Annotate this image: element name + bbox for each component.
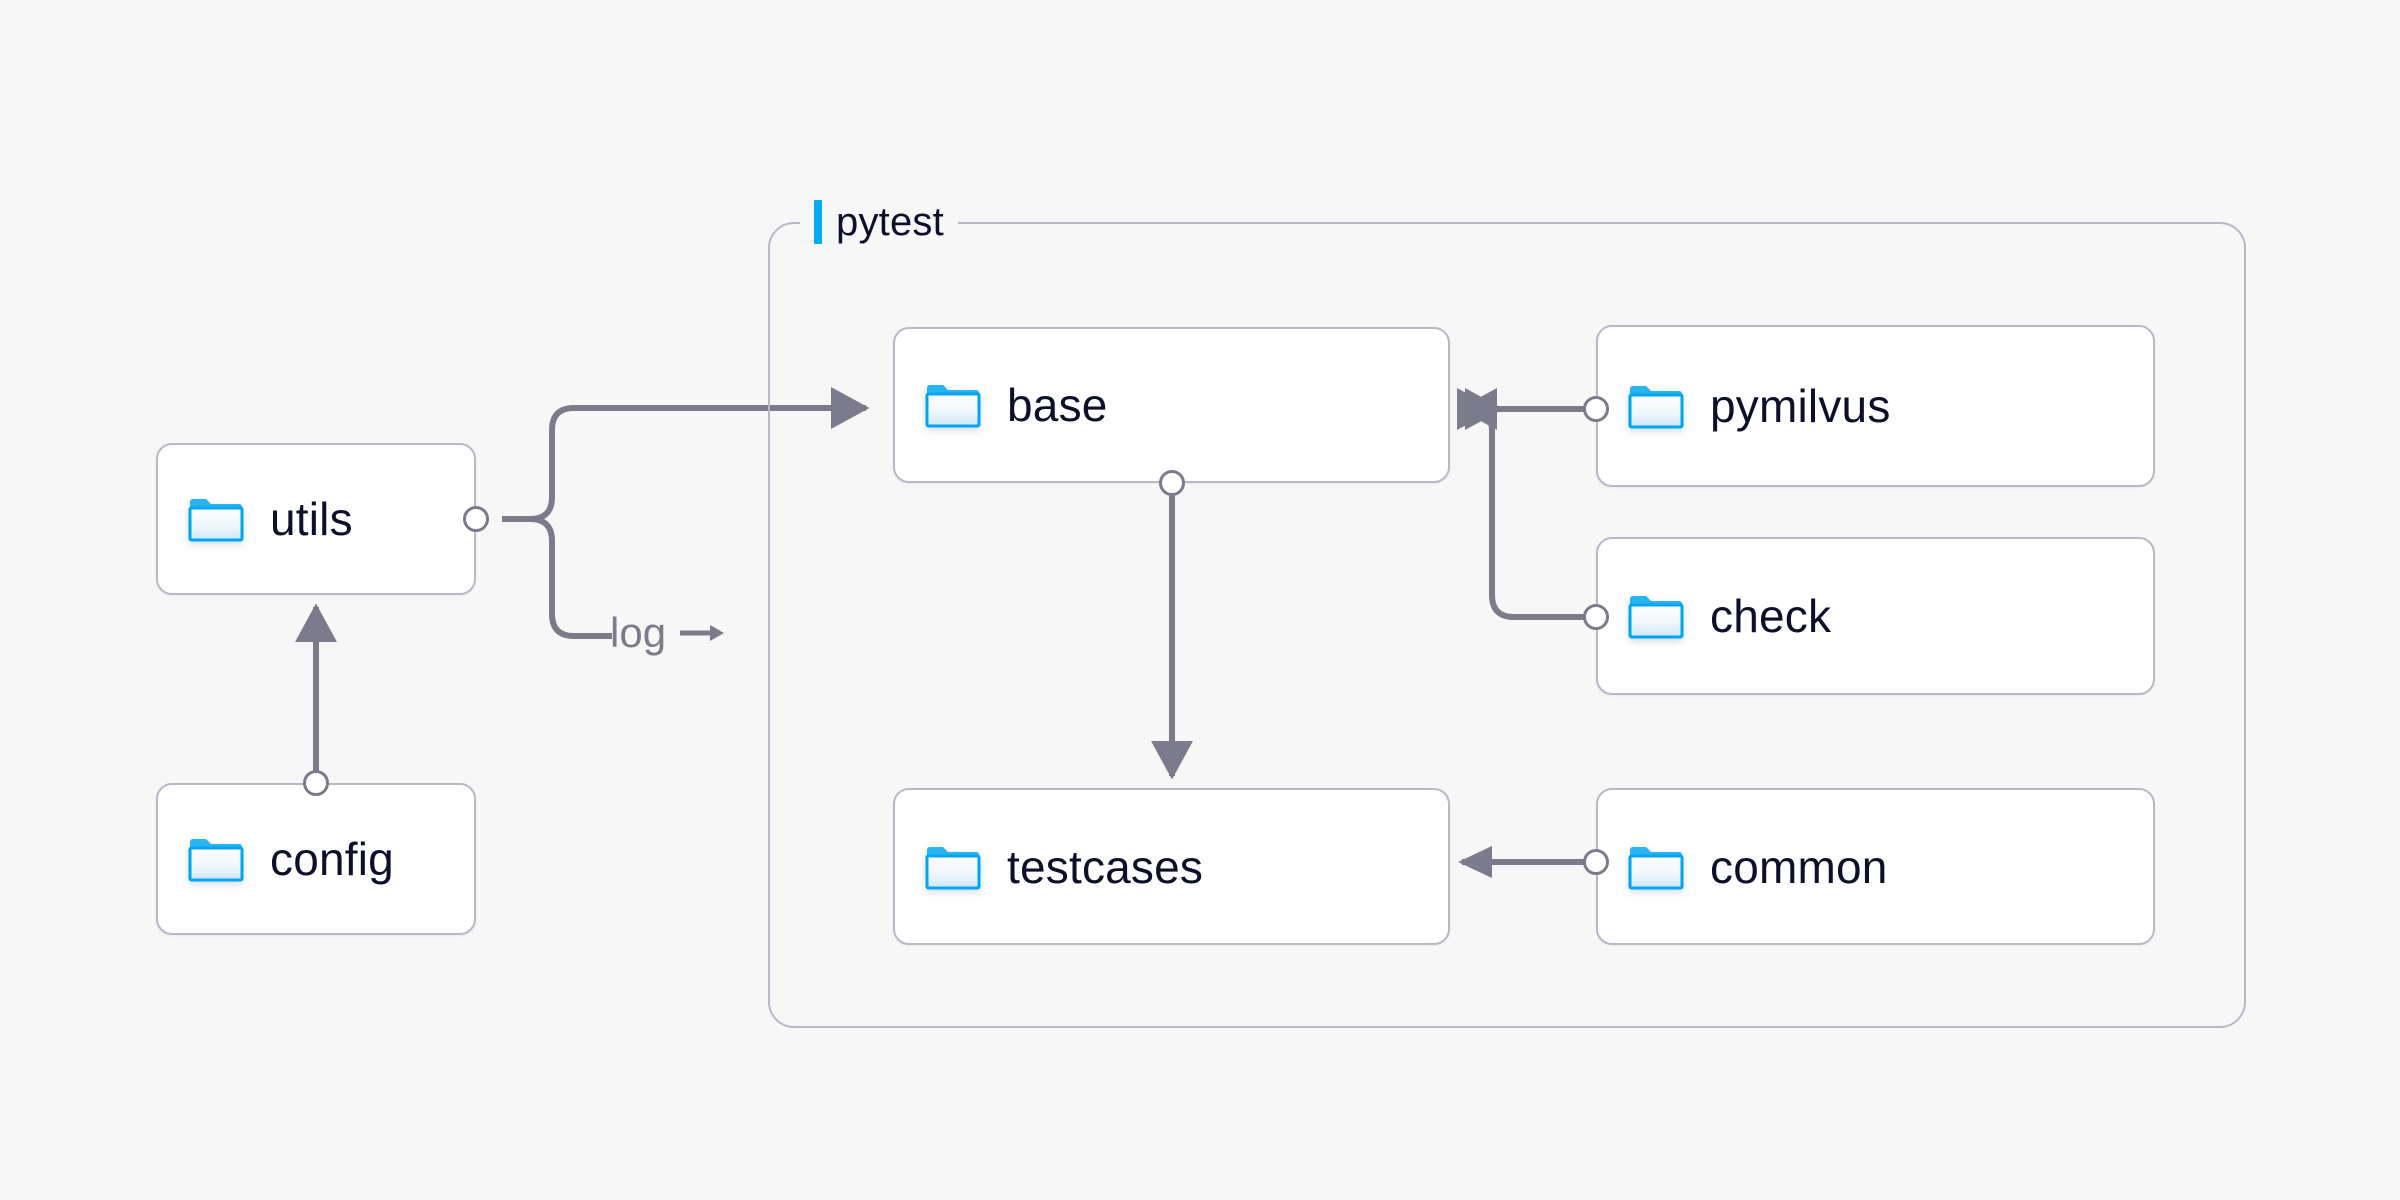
group-pytest-label: pytest [836, 199, 944, 244]
port-utils-right[interactable] [463, 506, 489, 532]
node-testcases-content: testcases [895, 844, 1203, 890]
node-testcases-label: testcases [1007, 840, 1204, 893]
folder-icon [1628, 593, 1684, 639]
port-common-left[interactable] [1583, 849, 1609, 875]
node-utils[interactable]: utils [156, 443, 476, 595]
node-pymilvus-label: pymilvus [1710, 380, 1891, 432]
node-pymilvus[interactable]: pymilvus [1596, 325, 2155, 487]
folder-icon [1628, 844, 1684, 890]
edge-label-log: log [610, 609, 725, 656]
node-base[interactable]: base [893, 327, 1450, 483]
node-base-content: base [895, 382, 1108, 428]
node-config[interactable]: config [156, 783, 476, 935]
node-base-label: base [1007, 379, 1108, 431]
folder-icon [188, 496, 244, 542]
group-pytest-label-wrap: pytest [800, 194, 958, 250]
node-check-label: check [1710, 590, 1832, 642]
port-pymilvus-left[interactable] [1583, 396, 1609, 422]
port-config-top[interactable] [303, 770, 329, 796]
folder-icon [925, 382, 981, 428]
folder-icon [188, 836, 244, 882]
node-check-content: check [1598, 593, 1831, 639]
folder-icon [925, 844, 981, 890]
node-testcases[interactable]: testcases [893, 788, 1450, 945]
node-pymilvus-content: pymilvus [1598, 383, 1891, 429]
arrow-right-icon [680, 622, 725, 644]
node-common-content: common [1598, 844, 1888, 890]
port-check-left[interactable] [1583, 604, 1609, 630]
node-common-label: common [1710, 840, 1888, 893]
port-base-bottom[interactable] [1159, 470, 1185, 496]
folder-icon [1628, 383, 1684, 429]
node-utils-label: utils [270, 493, 353, 545]
node-config-label: config [270, 833, 394, 885]
edge-label-log-text: log [610, 609, 667, 656]
node-check[interactable]: check [1596, 537, 2155, 695]
group-pytest[interactable] [768, 222, 2246, 1028]
node-utils-content: utils [158, 496, 353, 542]
node-config-content: config [158, 836, 394, 882]
node-common[interactable]: common [1596, 788, 2155, 945]
group-accent-bar [814, 200, 822, 244]
